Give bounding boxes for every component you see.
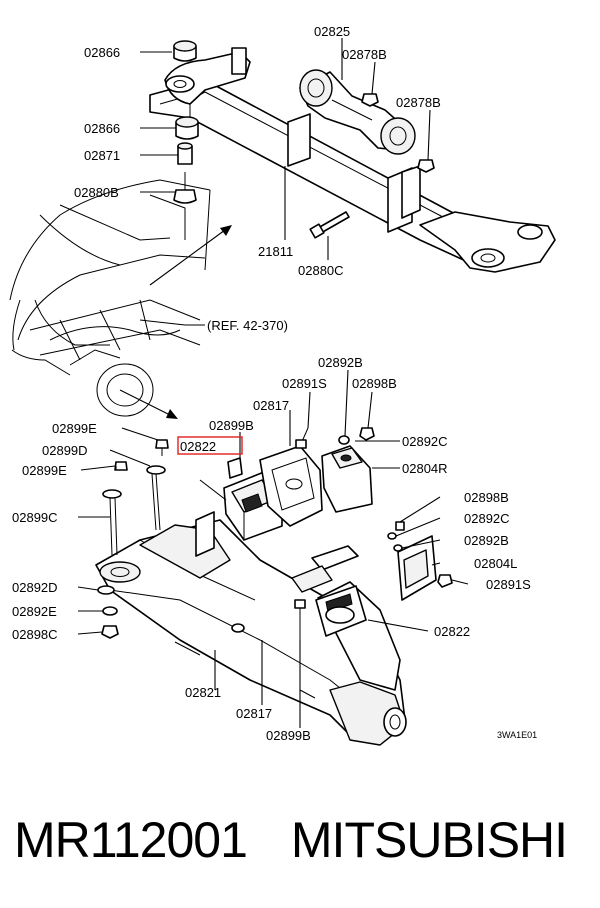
nut-02878b-b: [417, 159, 435, 173]
bolt-02899e: [155, 439, 169, 456]
label-02892c-top: 02892C: [402, 434, 448, 449]
washer-02892d: [97, 585, 115, 595]
parts-diagram: 02866 02825 02878B 02878B 02866 02871 02…: [9, 24, 556, 746]
label-02899e-second: 02899E: [22, 463, 67, 478]
bushing-02866-top: [173, 40, 197, 62]
label-02866-top: 02866: [84, 45, 120, 60]
label-02822-lower: 02822: [434, 624, 470, 639]
leader-lines: [77, 38, 469, 728]
label-02892e: 02892E: [12, 604, 57, 619]
bolt-02899d: [146, 465, 166, 531]
bolt-02880c: [309, 211, 350, 239]
label-02899d: 02899D: [42, 443, 88, 458]
fasteners-right-upper: [295, 427, 375, 449]
bracket-02804l: [387, 521, 453, 601]
label-02878b-right: 02878B: [396, 95, 441, 110]
label-ref-42-370: (REF. 42-370): [207, 318, 288, 333]
label-02892c-right: 02892C: [464, 511, 510, 526]
bolt-02899b-lower: [294, 599, 306, 640]
callout-labels: 02866 02825 02878B 02878B 02866 02871 02…: [12, 24, 537, 743]
label-02892b-right: 02892B: [464, 533, 509, 548]
bolt-02899e-second: [114, 461, 128, 471]
label-02817-top: 02817: [253, 398, 289, 413]
vehicle-outline: [9, 179, 211, 417]
washer-02892e: [102, 606, 118, 616]
collar-02871: [177, 142, 193, 165]
bracket-02804r: [321, 445, 373, 513]
label-02892d: 02892D: [12, 580, 58, 595]
brand-name: MITSUBISHI: [290, 812, 568, 868]
label-02880b: 02880B: [74, 185, 119, 200]
bushing-02866-lower: [175, 116, 199, 140]
label-02898b-right: 02898B: [464, 490, 509, 505]
label-21811: 21811: [258, 244, 293, 259]
label-02821: 02821: [185, 685, 221, 700]
label-02899b-top: 02899B: [209, 418, 254, 433]
label-02898c: 02898C: [12, 627, 58, 642]
part-number: MR112001: [14, 812, 248, 868]
lower-crossmember: [95, 511, 407, 746]
nut-02898c: [101, 625, 119, 639]
label-02898b-top: 02898B: [352, 376, 397, 391]
label-02804l: 02804L: [474, 556, 517, 571]
label-02871: 02871: [84, 148, 120, 163]
label-02891s-top: 02891S: [282, 376, 327, 391]
arrow-lower: [119, 389, 178, 419]
label-02892b-top: 02892B: [318, 355, 363, 370]
label-02899e-top: 02899E: [52, 421, 97, 436]
label-02878b-top: 02878B: [342, 47, 387, 62]
bracket-02817-upper: [259, 445, 323, 527]
upper-crossmember: [149, 47, 556, 273]
nut-02878b-a: [361, 93, 379, 107]
diagram-code: 3WA1E01: [497, 730, 537, 740]
label-02891s-right: 02891S: [486, 577, 531, 592]
label-02899b-lower: 02899B: [266, 728, 311, 743]
bolt-02880b: [173, 172, 197, 204]
bolt-02899c: [102, 489, 122, 556]
label-02825: 02825: [314, 24, 350, 39]
label-02866-lower: 02866: [84, 121, 120, 136]
label-02804r: 02804R: [402, 461, 448, 476]
highlight-box: [177, 436, 243, 455]
insulator-02822-lower: [291, 545, 367, 637]
label-02880c: 02880C: [298, 263, 344, 278]
caption: MR112001 MITSUBISHI: [14, 800, 594, 880]
arrow-upper: [149, 225, 232, 286]
label-02817-lower: 02817: [236, 706, 272, 721]
label-02822-highlighted: 02822: [180, 439, 216, 454]
label-02899c: 02899C: [12, 510, 58, 525]
